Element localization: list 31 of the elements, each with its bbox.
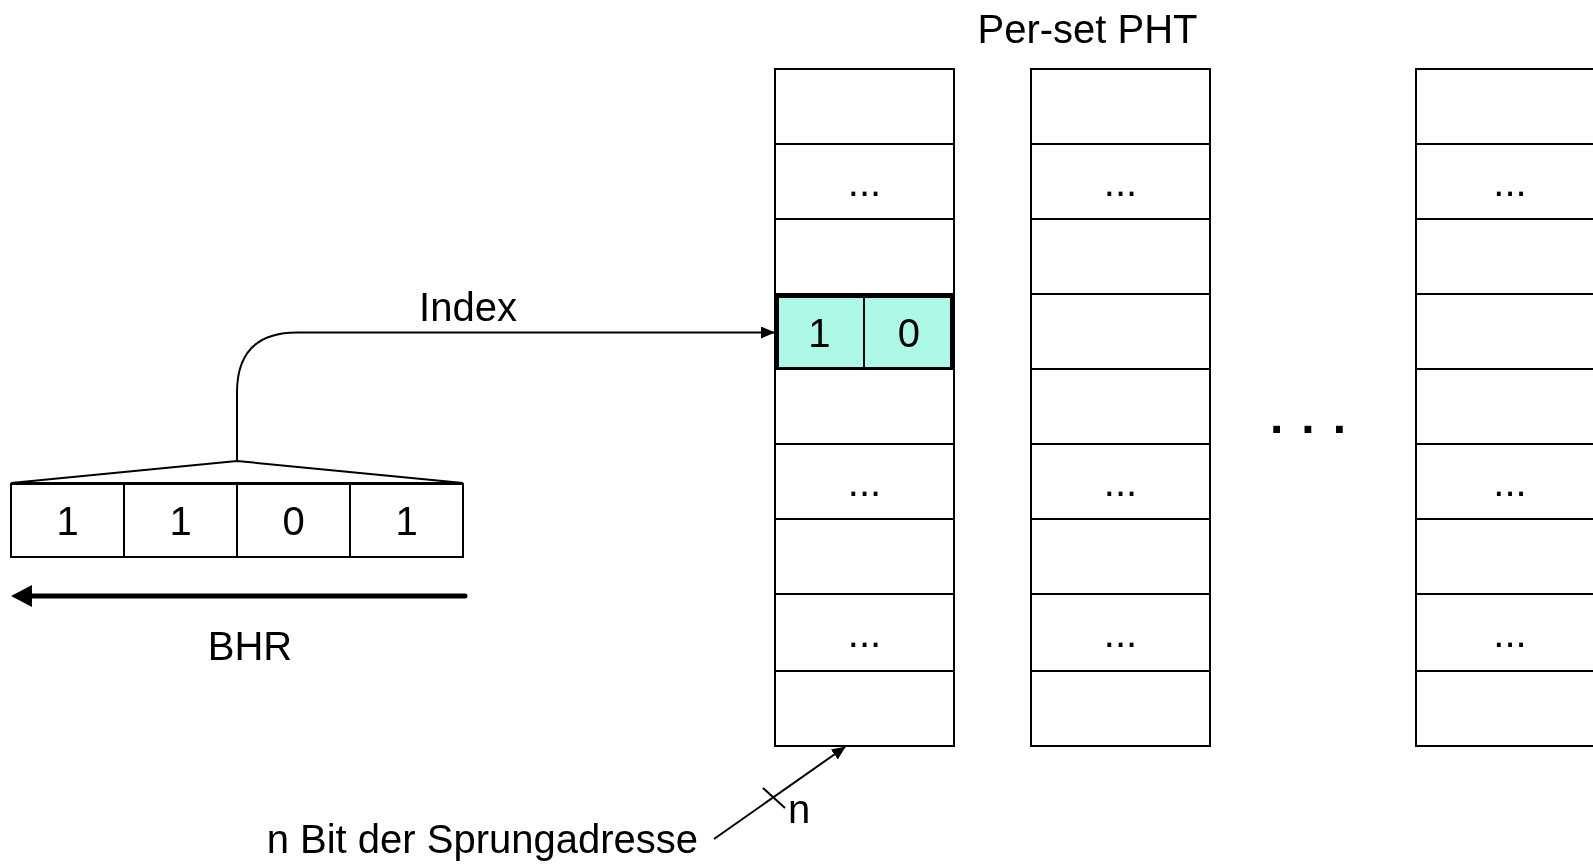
- label: Per-set PHT: [976, 6, 1199, 52]
- table-column: [774, 68, 955, 747]
- cell-value: 1: [808, 312, 831, 353]
- cell-value: 0: [897, 312, 920, 353]
- cell-value: 1: [169, 500, 192, 541]
- fan-in-outline: [10, 460, 464, 484]
- cell-value: ...: [1103, 612, 1138, 653]
- cell-value: ...: [847, 612, 882, 653]
- ellipsis-mark: ...: [1269, 392, 1365, 442]
- cell-value: ...: [1493, 461, 1527, 502]
- arrow: [236, 326, 775, 461]
- arrow: [713, 746, 846, 840]
- caption-text: n Bit der Sprungadresse: [266, 819, 698, 859]
- table-column: [1415, 68, 1593, 747]
- label: n: [786, 786, 812, 832]
- register-cell: [236, 483, 351, 558]
- register-cell: [10, 483, 125, 558]
- cell-value: 0: [282, 500, 305, 541]
- highlighted-table-row: [776, 295, 953, 370]
- cell-value: ...: [847, 161, 882, 202]
- cell-value: 1: [56, 500, 79, 541]
- cell-value: ...: [847, 461, 882, 502]
- cell-value: ...: [1103, 461, 1138, 502]
- cell-value: ...: [1103, 161, 1138, 202]
- register-cell: [349, 483, 464, 558]
- cell-value: 1: [395, 500, 418, 541]
- cell-value: ...: [1493, 612, 1527, 653]
- table-column: [1030, 68, 1211, 747]
- cell-value: ...: [1493, 161, 1527, 202]
- label: BHR: [206, 623, 294, 670]
- register-cell: [123, 483, 238, 558]
